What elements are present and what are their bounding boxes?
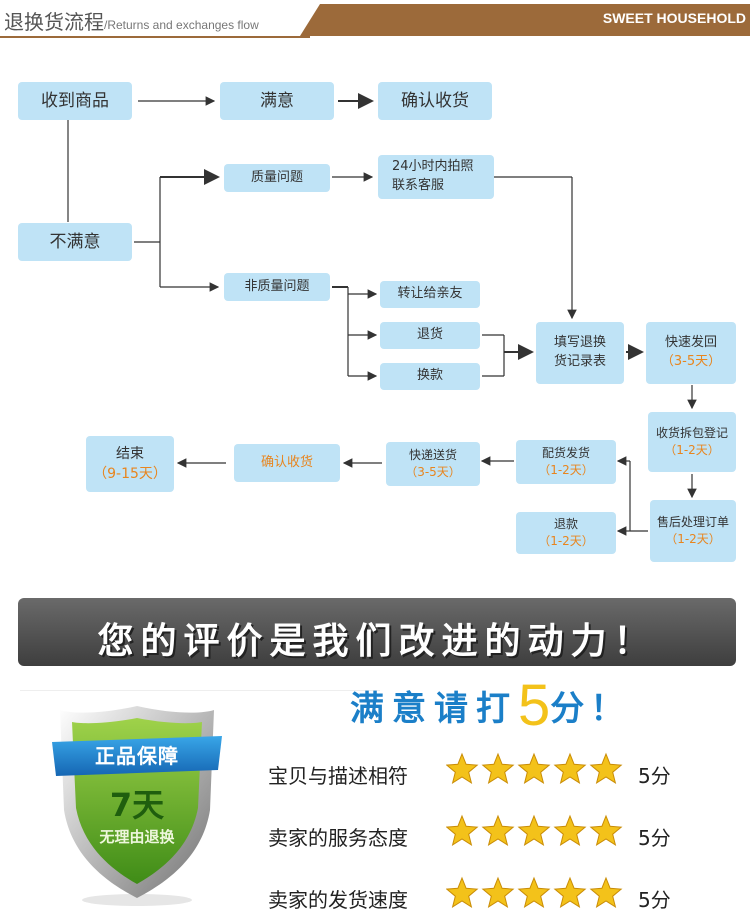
- step-after-sale: 售后处理订单 （1-2天）: [650, 500, 736, 562]
- rating-row-label: 卖家的发货速度: [268, 884, 408, 913]
- rating-row: 卖家的发货速度 5分: [268, 876, 708, 916]
- after-sale-line1: 售后处理订单: [657, 514, 729, 531]
- step-transfer-friends: 转让给亲友: [380, 281, 480, 308]
- step-ship-back: 快速发回 （3-5天）: [646, 322, 736, 384]
- rating-score: 5分: [638, 884, 671, 913]
- ship-back-line1: 快速发回: [665, 334, 717, 353]
- rating-number: 5: [518, 673, 550, 738]
- step-non-quality-issue: 非质量问题: [224, 273, 330, 301]
- star-rating: [446, 814, 626, 850]
- star-icon: [519, 754, 549, 783]
- rating-suffix: 分！: [550, 689, 630, 729]
- refund-line2: （1-2天）: [538, 533, 594, 550]
- star-icon: [447, 878, 477, 907]
- step-received: 收到商品: [18, 82, 132, 120]
- star-icon: [519, 878, 549, 907]
- star-icon: [483, 816, 513, 845]
- badge-policy: 无理由退换: [52, 826, 222, 847]
- dispatch-line1: 配货发货: [542, 445, 590, 462]
- step-refund: 退款 （1-2天）: [516, 512, 616, 554]
- after-sale-line2: （1-2天）: [665, 531, 721, 548]
- rating-row: 宝贝与描述相符 5分: [268, 752, 708, 792]
- end-line2: （9-15天）: [93, 464, 167, 484]
- star-icon: [483, 754, 513, 783]
- step-fill-form: 填写退换 货记录表: [536, 322, 624, 384]
- step-end: 结束 （9-15天）: [86, 436, 174, 492]
- step-quality-issue: 质量问题: [224, 164, 330, 192]
- end-line1: 结束: [116, 444, 144, 464]
- rating-score: 5分: [638, 760, 671, 789]
- rating-score: 5分: [638, 822, 671, 851]
- unpack-line1: 收货拆包登记: [656, 425, 728, 442]
- courier-line1: 快递送货: [409, 447, 457, 464]
- star-icon: [555, 816, 585, 845]
- rating-row-label: 卖家的服务态度: [268, 822, 408, 851]
- badge-days: 7天: [52, 780, 222, 826]
- star-icon: [447, 754, 477, 783]
- star-icon: [447, 816, 477, 845]
- star-icon: [591, 754, 621, 783]
- banner-text: 您的评价是我们改进的动力！: [18, 612, 736, 664]
- star-icon: [519, 816, 549, 845]
- rating-prefix: 满意请打: [350, 689, 518, 729]
- step-confirm-receipt-final: 确认收货: [234, 444, 340, 482]
- step-unsatisfied: 不满意: [18, 223, 132, 261]
- step-confirm-receipt: 确认收货: [378, 82, 492, 120]
- guarantee-badge: 正品保障 7天 无理由退换: [52, 700, 222, 910]
- dispatch-line2: （1-2天）: [538, 462, 594, 479]
- star-icon: [591, 878, 621, 907]
- star-rating: [446, 876, 626, 912]
- step-return-goods: 退货: [380, 322, 480, 349]
- confirm-final-label: 确认收货: [261, 454, 313, 473]
- refund-line1: 退款: [554, 516, 578, 533]
- rating-title: 满意请打5分！: [350, 672, 630, 739]
- photo-line1: 24小时内拍照: [392, 158, 474, 177]
- star-icon: [555, 754, 585, 783]
- step-exchange: 换款: [380, 363, 480, 390]
- rating-row: 卖家的服务态度 5分: [268, 814, 708, 854]
- fill-form-line2: 货记录表: [554, 353, 606, 372]
- feedback-banner: 您的评价是我们改进的动力！: [18, 598, 736, 666]
- step-photo-contact: 24小时内拍照 联系客服: [378, 155, 494, 199]
- step-satisfied: 满意: [220, 82, 334, 120]
- step-courier: 快递送货 （3-5天）: [386, 442, 480, 486]
- star-icon: [591, 816, 621, 845]
- fill-form-line1: 填写退换: [554, 334, 606, 353]
- star-icon: [483, 878, 513, 907]
- badge-ribbon-text: 正品保障: [74, 740, 200, 769]
- courier-line2: （3-5天）: [405, 464, 461, 481]
- divider: [20, 690, 380, 691]
- photo-line2: 联系客服: [392, 177, 444, 196]
- ship-back-line2: （3-5天）: [661, 353, 721, 372]
- star-rating: [446, 752, 626, 788]
- unpack-line2: （1-2天）: [664, 442, 720, 459]
- star-icon: [555, 878, 585, 907]
- rating-row-label: 宝贝与描述相符: [268, 760, 408, 789]
- step-dispatch: 配货发货 （1-2天）: [516, 440, 616, 484]
- step-unpack-register: 收货拆包登记 （1-2天）: [648, 412, 736, 472]
